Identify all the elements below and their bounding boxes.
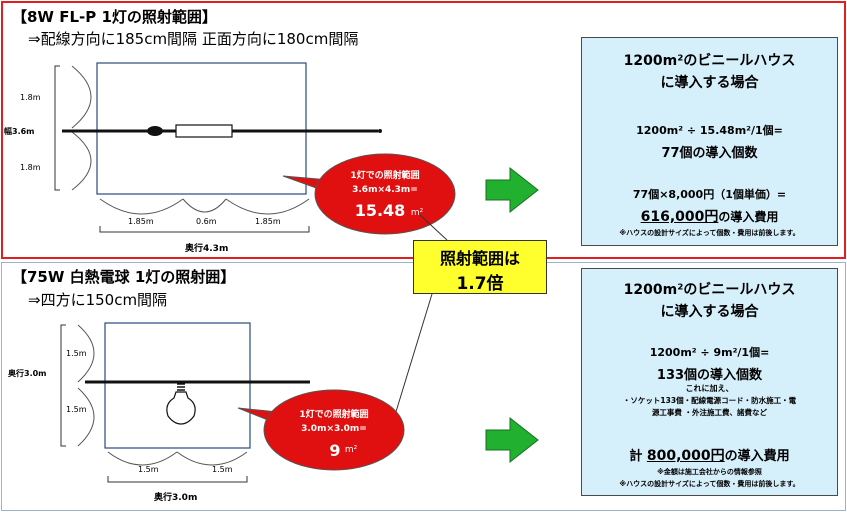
ratio-callout: 照射範囲は 1.7倍 bbox=[413, 240, 547, 294]
light-bulb-icon bbox=[166, 383, 196, 425]
bubble-area-unit: m² bbox=[411, 208, 424, 218]
arc-bottom-1 bbox=[99, 198, 184, 215]
incandescent-cost-box: 1200m²のビニールハウス に導入する場合 1200m² ÷ 9m²/1個= … bbox=[581, 268, 838, 496]
bubble-label: 1灯での照射範囲 bbox=[350, 169, 419, 181]
lamp-socket bbox=[147, 126, 163, 136]
fluorescent-tube bbox=[175, 124, 233, 138]
left-bracket bbox=[54, 65, 60, 191]
dim-seg-2: 1.5m bbox=[212, 465, 233, 474]
cost-value: 616,000円 bbox=[640, 209, 719, 225]
incandescent-spacing: ⇒四方に150cm間隔 bbox=[28, 291, 168, 309]
info-cost: 計 800,000円の導入費用 bbox=[582, 445, 837, 465]
info-subheading: に導入する場合 bbox=[660, 304, 759, 320]
cost-suffix: の導入費用 bbox=[724, 449, 790, 464]
bubble-formula: 3.6m×4.3m= bbox=[352, 185, 418, 195]
dim-seg-2: 0.6m bbox=[196, 217, 217, 226]
bubble-area-value: 15.48 bbox=[355, 201, 406, 220]
dim-seg-3: 1.85m bbox=[255, 217, 281, 226]
callout-pointer-bottom bbox=[394, 293, 433, 416]
dim-left-lower: 1.8m bbox=[20, 163, 41, 172]
dim-width: 幅3.6m bbox=[4, 126, 35, 136]
fluorescent-diagram: 1.8m 1.8m 幅3.6m 1.85m 0.6m 1.85m 奥行4.3m bbox=[4, 62, 382, 254]
info-note: ※ハウスの設計サイズによって個数・費用は前後します。 bbox=[619, 229, 800, 237]
arc-lower bbox=[71, 131, 92, 191]
fluorescent-title: 【8W FL-P 1灯の照射範囲】 bbox=[12, 8, 217, 26]
arc-upper bbox=[77, 324, 95, 383]
info-subheading: に導入する場合 bbox=[660, 75, 759, 91]
info-note-1: ※金額は施工会社からの情報参照 bbox=[657, 468, 762, 476]
dim-depth: 奥行3.0m bbox=[153, 491, 197, 503]
fluorescent-range-rect bbox=[96, 62, 307, 195]
ratio-value: 1.7倍 bbox=[456, 274, 504, 294]
bubble-formula: 3.0m×3.0m= bbox=[301, 424, 367, 434]
dim-left-upper: 1.5m bbox=[66, 349, 87, 358]
bubble-area-value: 9 bbox=[329, 441, 340, 460]
incandescent-area-bubble: 1灯での照射範囲 3.0m×3.0m= 9 m² bbox=[237, 389, 405, 471]
incandescent-title: 【75W 白熱電球 1灯の照射囲】 bbox=[12, 268, 236, 286]
info-price-calc: 77個×8,000円（1個単価）= bbox=[632, 188, 787, 201]
bubble-area-unit: m² bbox=[345, 445, 358, 455]
dim-seg-1: 1.5m bbox=[138, 465, 159, 474]
cost-value: 800,000円 bbox=[646, 448, 725, 464]
info-extra-items-2: 源工事費 ・外注施工費、諸費など bbox=[651, 408, 768, 417]
dim-seg-1: 1.85m bbox=[128, 217, 154, 226]
plug bbox=[378, 129, 382, 133]
arc-bottom-1 bbox=[107, 451, 178, 466]
info-heading: 1200m²のビニールハウス bbox=[623, 53, 796, 69]
cost-prefix: 計 bbox=[629, 449, 643, 464]
info-cost: 616,000円の導入費用 bbox=[582, 206, 837, 226]
dim-depth: 奥行4.3m bbox=[184, 242, 228, 254]
incandescent-range-rect bbox=[104, 322, 251, 449]
info-calc: 1200m² ÷ 9m²/1個= bbox=[649, 346, 770, 359]
fluorescent-cost-box: 1200m²のビニールハウス に導入する場合 1200m² ÷ 15.48m²/… bbox=[581, 37, 838, 246]
depth-bracket bbox=[99, 226, 310, 233]
dim-left-lower: 1.5m bbox=[66, 405, 87, 414]
cost-suffix: の導入費用 bbox=[718, 210, 779, 224]
arrow-right-icon bbox=[485, 166, 539, 214]
info-calc: 1200m² ÷ 15.48m²/1個= bbox=[636, 124, 783, 137]
bubble-label: 1灯での照射範囲 bbox=[299, 408, 368, 420]
incandescent-diagram: 1.5m 1.5m 奥行3.0m 1.5m 1.5m 奥行3.0m bbox=[7, 322, 310, 503]
info-extra: これに加え、 bbox=[685, 384, 734, 393]
info-note-2: ※ハウスの設計サイズによって個数・費用は前後します。 bbox=[619, 480, 800, 488]
dim-width: 奥行3.0m bbox=[7, 368, 47, 378]
callout-pointer-top bbox=[419, 214, 448, 241]
depth-bracket bbox=[107, 476, 248, 483]
arc-lower bbox=[77, 387, 95, 447]
info-extra-items: ・ソケット133個・配線電源コード・防水施工・電 bbox=[622, 396, 797, 405]
arc-bottom-2 bbox=[182, 198, 227, 213]
ratio-label: 照射範囲は bbox=[439, 249, 520, 268]
arc-bottom-2 bbox=[176, 451, 248, 466]
arrow-right-icon bbox=[485, 416, 539, 464]
arc-bottom-3 bbox=[225, 198, 310, 215]
info-count: 77個の導入個数 bbox=[661, 146, 758, 161]
dim-left-upper: 1.8m bbox=[20, 93, 41, 102]
fluorescent-spacing: ⇒配線方向に185cm間隔 正面方向に180cm間隔 bbox=[28, 30, 359, 48]
left-bracket bbox=[60, 324, 66, 447]
arc-upper bbox=[71, 65, 92, 129]
info-heading: 1200m²のビニールハウス bbox=[623, 282, 796, 298]
fluorescent-area-bubble: 1灯での照射範囲 3.6m×4.3m= 15.48 m² bbox=[282, 153, 456, 235]
info-count: 133個の導入個数 bbox=[656, 368, 763, 383]
